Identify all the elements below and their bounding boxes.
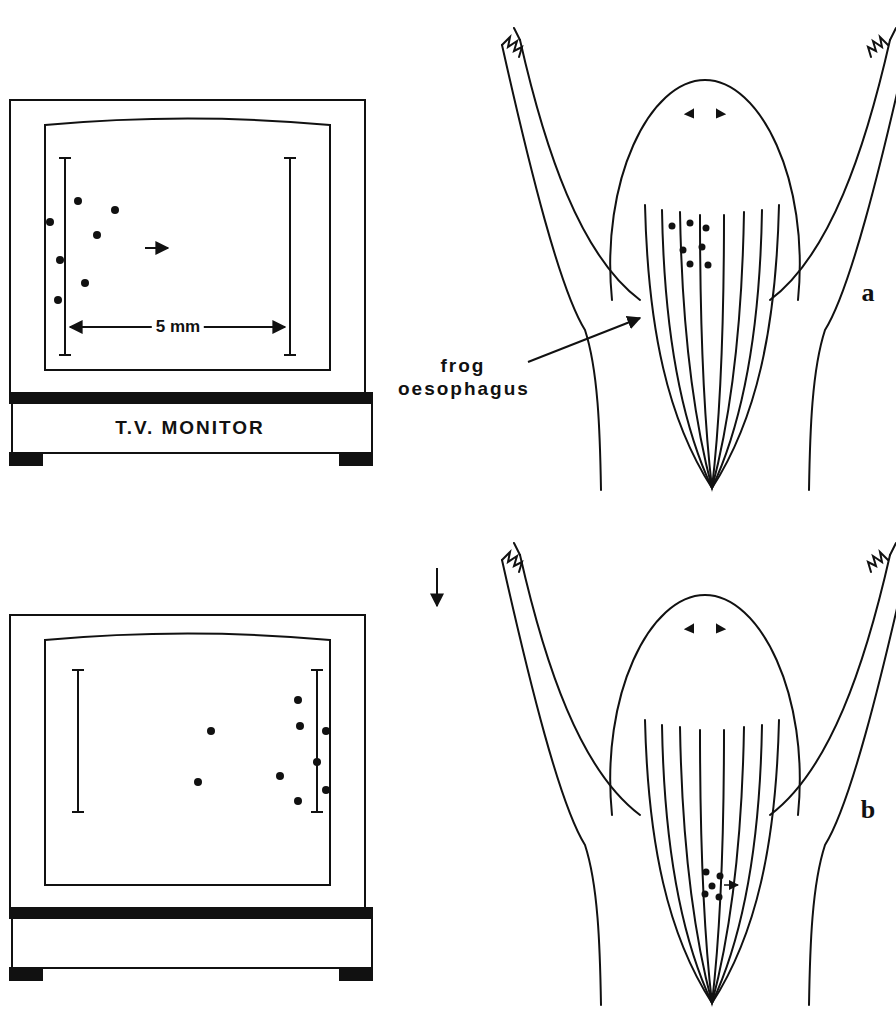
- scale-bars: [72, 670, 323, 812]
- particles: [194, 696, 330, 805]
- panel-letter: b: [861, 794, 875, 825]
- particles: [702, 869, 724, 901]
- tv-monitor: [10, 100, 372, 465]
- motion-arrow: [724, 884, 738, 886]
- tv-monitor: [10, 615, 372, 980]
- particles: [669, 220, 712, 269]
- frog-drawing: [502, 28, 896, 490]
- particles: [46, 197, 119, 304]
- leader-line: [528, 318, 640, 362]
- monitor-label: T.V. MONITOR: [115, 417, 265, 440]
- panel-letter: a: [862, 277, 875, 308]
- sequence-arrow: [436, 568, 438, 606]
- scale-bars: [59, 158, 296, 355]
- frog-drawing: [502, 543, 896, 1005]
- dimension-label: 5 mm: [152, 317, 204, 337]
- part-label: frog oesophagus: [398, 355, 528, 401]
